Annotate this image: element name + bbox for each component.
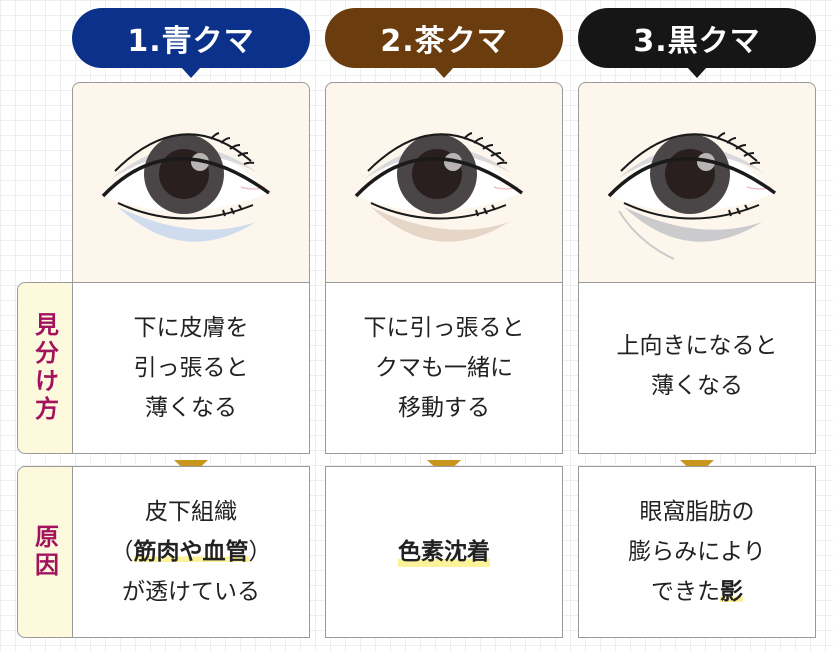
check-text: 移動する: [398, 395, 490, 421]
header-black-kuma: 3.黒クマ: [578, 8, 816, 78]
check-text: 下に皮膚を: [133, 315, 249, 341]
eye-illustration-brown: [325, 82, 563, 283]
cause-text: が透けている: [122, 579, 260, 605]
row-label-cause: 原因: [17, 466, 72, 638]
cause-highlight: 色素沈着: [398, 532, 490, 572]
check-cell-black: 上向きになると薄くなる: [578, 282, 816, 454]
cause-text: 眼窩脂肪の: [639, 499, 755, 525]
cause-text: 皮下組織: [145, 499, 237, 525]
eye-illustration-black: [578, 82, 816, 283]
check-text: クマも一緒に: [375, 355, 513, 381]
row-label-check: 見分け方: [17, 282, 72, 454]
eye-icon: [354, 132, 524, 242]
header-blue-kuma: 1.青クマ: [72, 8, 310, 78]
paren-close: ）: [248, 539, 272, 565]
check-text: 下に引っ張ると: [363, 315, 525, 341]
cause-highlight: 筋肉や血管: [133, 539, 249, 565]
paren-open: （: [110, 539, 134, 565]
check-cell-blue: 下に皮膚を引っ張ると薄くなる: [72, 282, 310, 454]
cause-cell-black: 眼窩脂肪の 膨らみにより できた影: [578, 466, 816, 638]
eye-icon: [607, 132, 777, 260]
check-text: 薄くなる: [651, 373, 743, 399]
header-brown-kuma: 2.茶クマ: [325, 8, 563, 78]
check-text: 引っ張ると: [133, 355, 249, 381]
check-cell-brown: 下に引っ張るとクマも一緒に移動する: [325, 282, 563, 454]
cause-cell-brown: 色素沈着: [325, 466, 563, 638]
check-text: 上向きになると: [616, 333, 778, 359]
cause-cell-blue: 皮下組織 （筋肉や血管） が透けている: [72, 466, 310, 638]
eye-illustration-blue: [72, 82, 310, 283]
cause-text: 膨らみにより: [628, 539, 766, 565]
cause-text: できた: [650, 579, 720, 605]
check-text: 薄くなる: [145, 395, 237, 421]
cause-highlight: 影: [719, 579, 743, 605]
eye-icon: [101, 132, 271, 242]
